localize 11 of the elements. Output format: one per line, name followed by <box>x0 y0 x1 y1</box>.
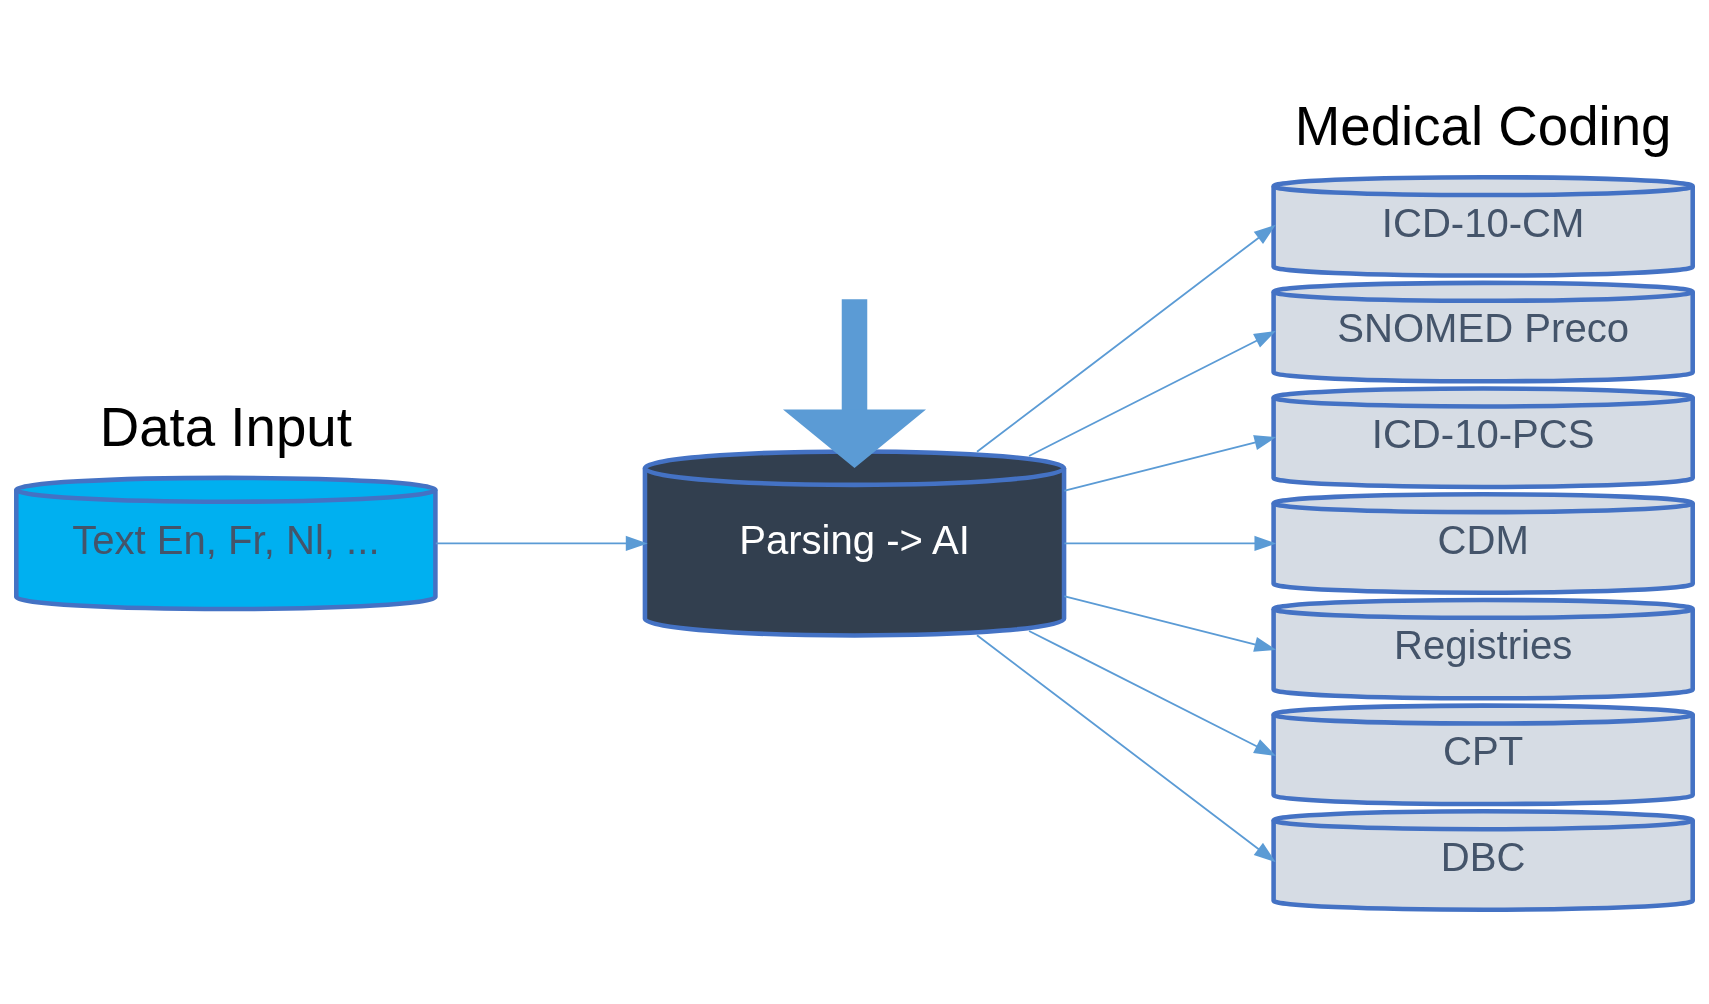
label: Data Input <box>99 396 352 458</box>
arrow <box>434 535 648 552</box>
arrow <box>1028 630 1277 757</box>
arrow <box>976 224 1276 453</box>
arrow <box>783 299 926 468</box>
arrow <box>976 634 1276 863</box>
arrow <box>1028 330 1277 457</box>
arrow <box>1063 535 1277 552</box>
label: Medical Coding <box>1294 96 1672 158</box>
arrow <box>1063 435 1277 492</box>
arrow <box>1063 595 1277 652</box>
